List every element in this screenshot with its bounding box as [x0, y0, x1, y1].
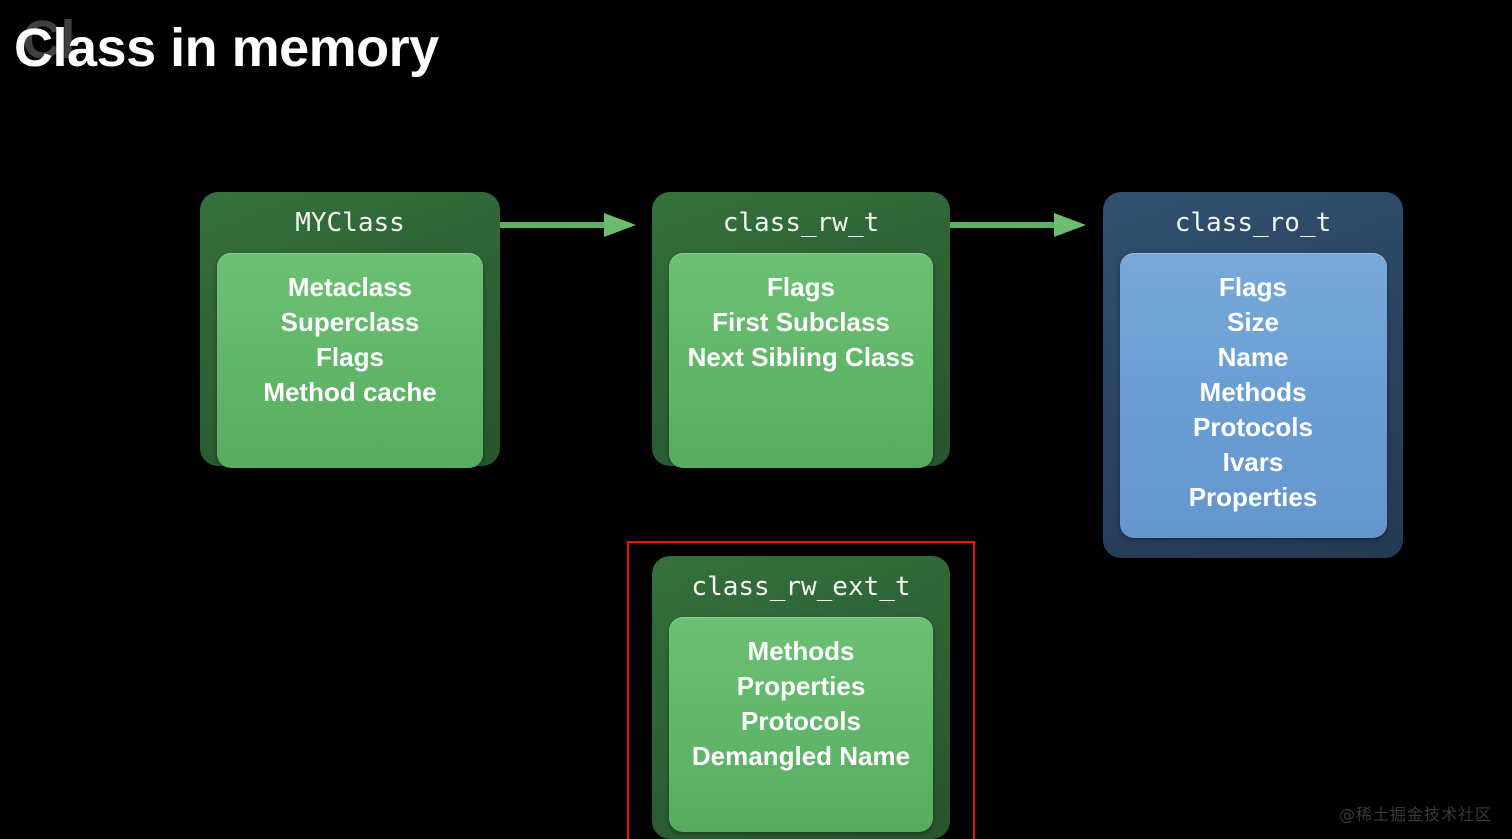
field-row: Methods — [1199, 377, 1307, 407]
struct-box-myclass[interactable]: MYClass Metaclass Superclass Flags Metho… — [200, 192, 500, 468]
struct-box-class-ro-t[interactable]: class_ro_t Flags Size Name Methods Proto… — [1103, 192, 1403, 558]
arrow-class-rw-t-to-class-ro-t-icon — [950, 213, 1086, 237]
field-row: Method cache — [263, 377, 437, 407]
field-row: Flags — [767, 272, 835, 302]
struct-fields-class-rw-ext-t: Methods Properties Protocols Demangled N… — [669, 617, 933, 832]
field-row: Next Sibling Class — [687, 342, 915, 372]
field-row: Demangled Name — [691, 741, 911, 771]
field-row: Properties — [1188, 482, 1318, 512]
page-title: Class in memory — [14, 18, 439, 78]
field-row: Methods — [747, 636, 855, 666]
struct-fields-class-ro-t: Flags Size Name Methods Protocols Ivars … — [1119, 253, 1387, 538]
struct-title-class-ro-t: class_ro_t — [1174, 208, 1332, 238]
field-row: Superclass — [280, 307, 420, 337]
field-row: Metaclass — [287, 272, 413, 302]
page-title-ghost: Cl — [22, 10, 76, 70]
field-row: Protocols — [1193, 412, 1313, 442]
struct-fields-myclass: Metaclass Superclass Flags Method cache — [217, 253, 483, 468]
field-row: First Subclass — [712, 307, 890, 337]
struct-title-myclass: MYClass — [295, 208, 405, 238]
struct-box-class-rw-t[interactable]: class_rw_t Flags First Subclass Next Sib… — [652, 192, 950, 468]
field-row: Flags — [1219, 272, 1287, 302]
field-row: Size — [1226, 307, 1280, 337]
struct-fields-class-rw-t: Flags First Subclass Next Sibling Class — [669, 253, 933, 468]
watermark: @稀土掘金技术社区 — [1338, 805, 1492, 824]
field-row: Protocols — [741, 706, 861, 736]
struct-box-class-rw-ext-t[interactable]: class_rw_ext_t Methods Properties Protoc… — [652, 556, 950, 839]
struct-title-class-rw-t: class_rw_t — [722, 208, 880, 238]
arrow-myclass-to-class-rw-t-icon — [500, 213, 636, 237]
field-row: Name — [1217, 342, 1289, 372]
field-row: Ivars — [1222, 447, 1284, 477]
field-row: Flags — [316, 342, 384, 372]
struct-title-class-rw-ext-t: class_rw_ext_t — [691, 572, 911, 602]
field-row: Properties — [736, 671, 866, 701]
